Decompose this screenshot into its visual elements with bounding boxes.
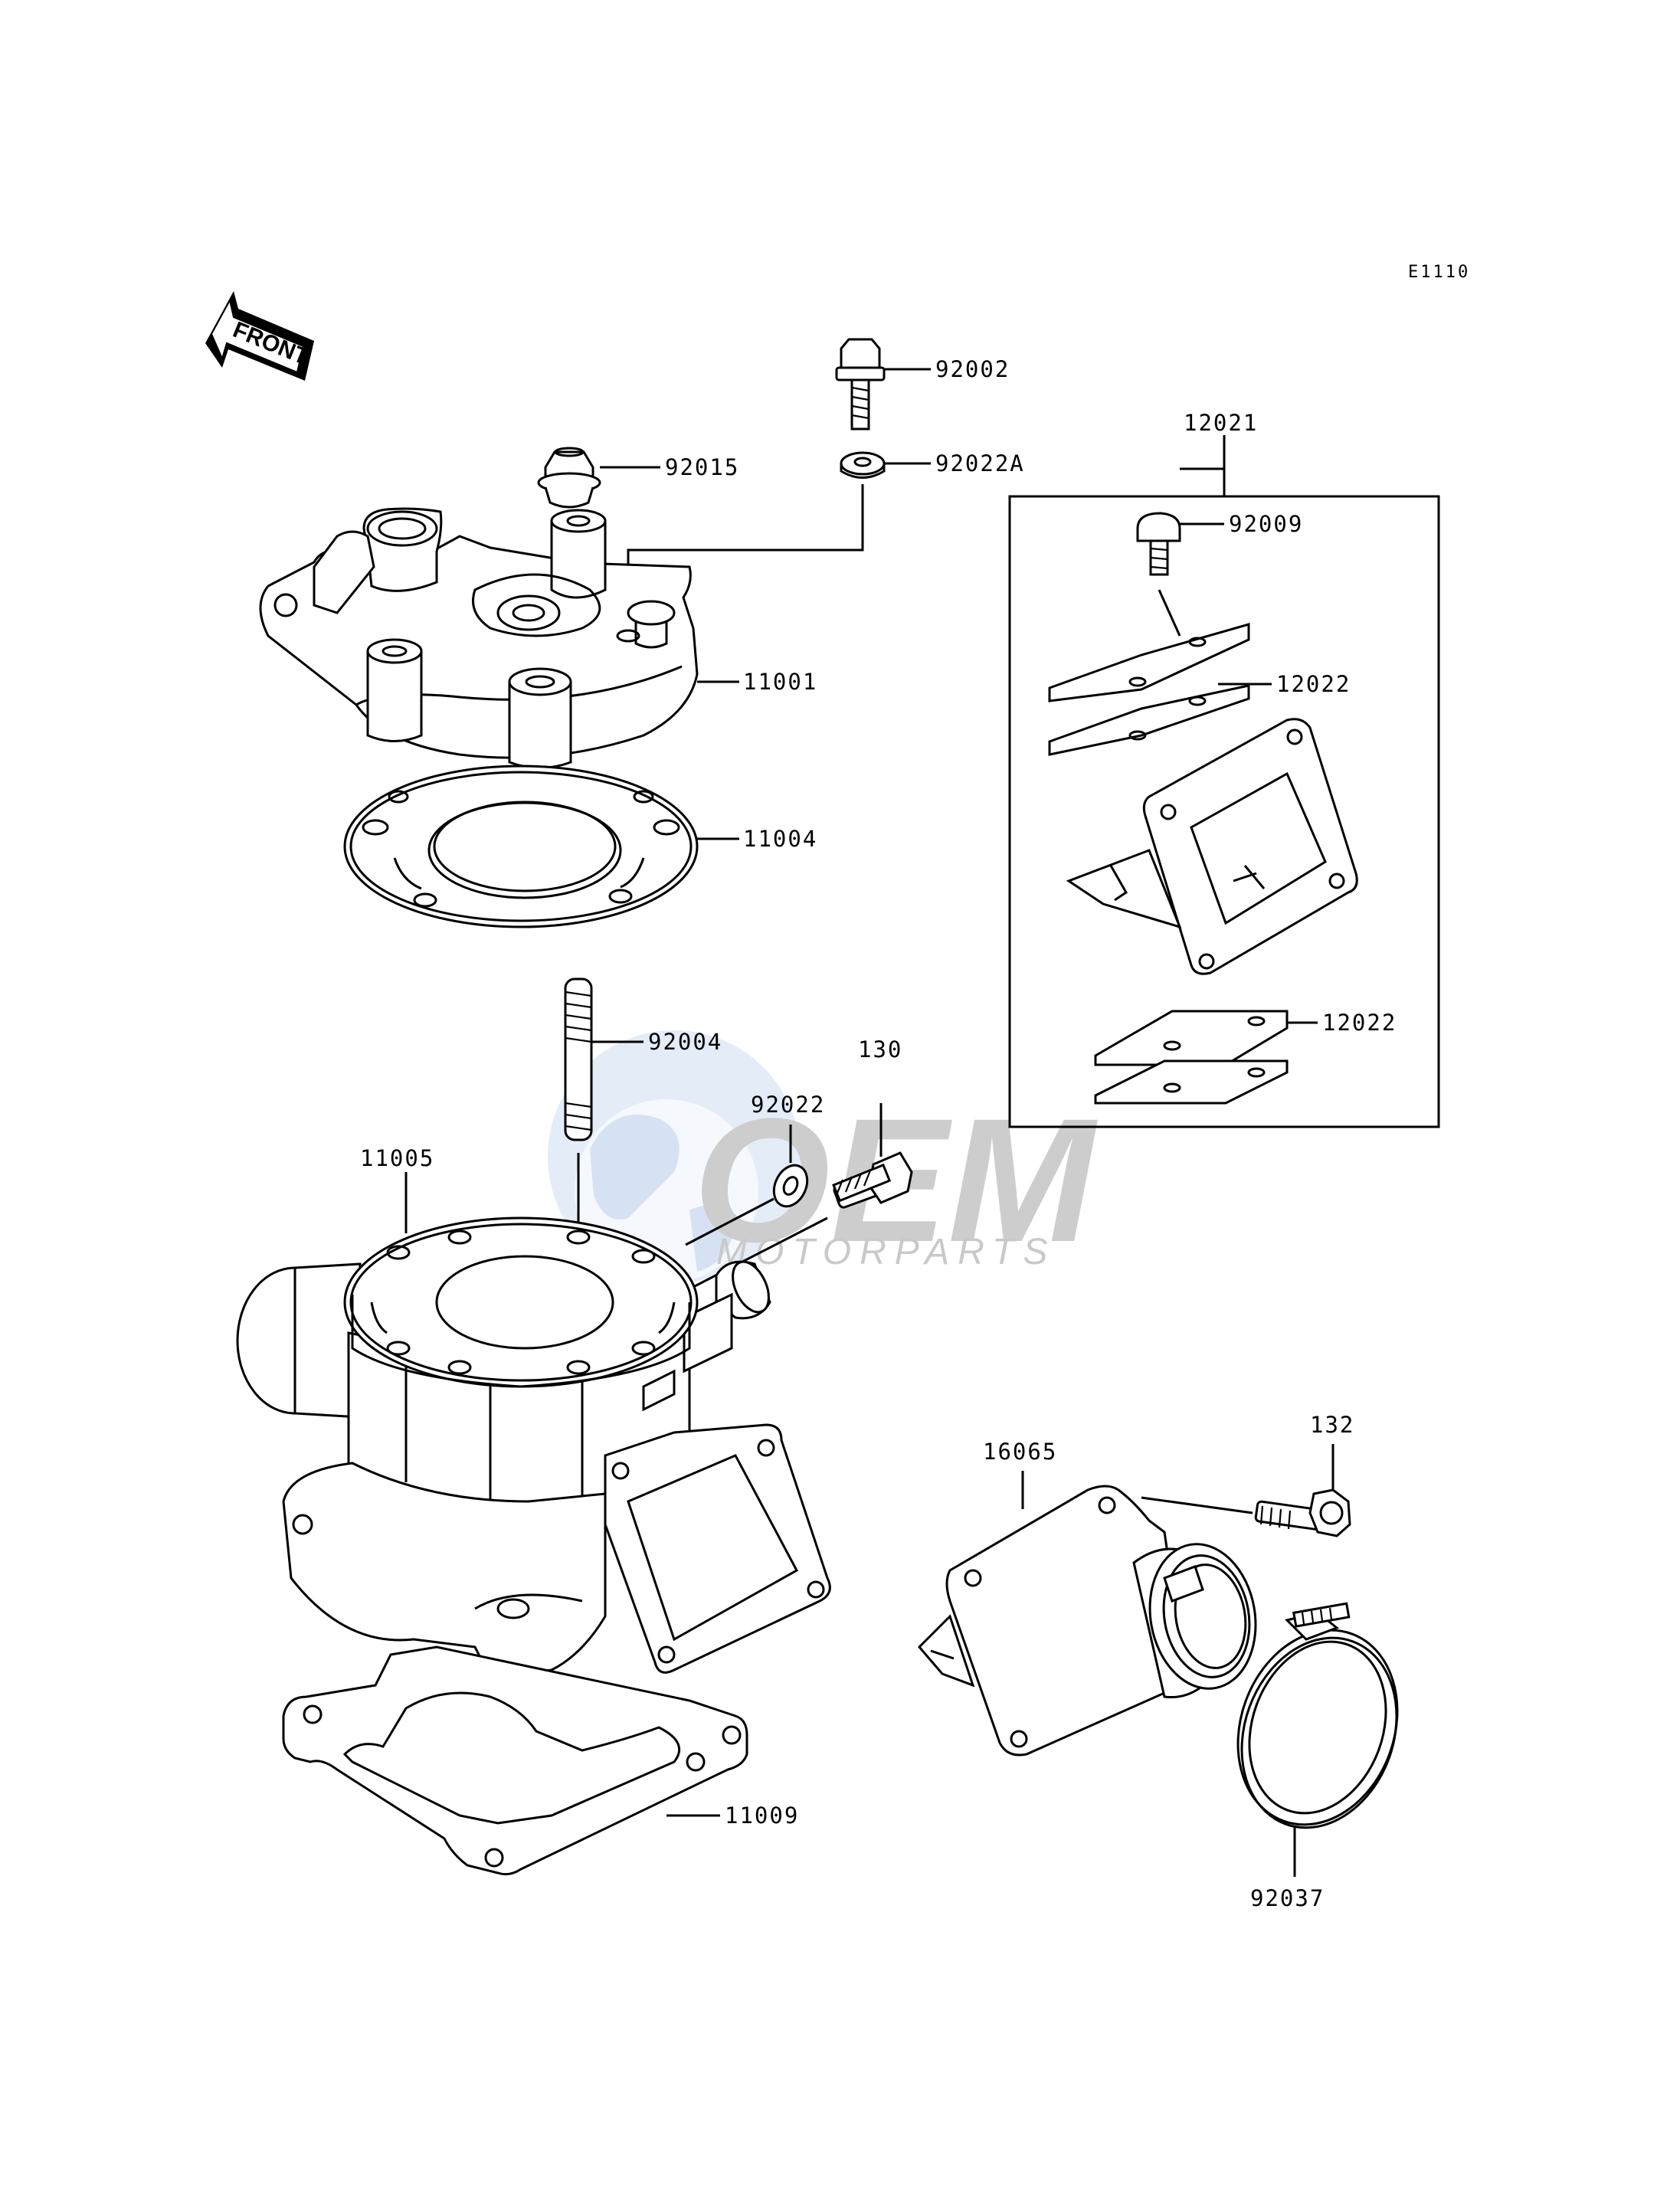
head-gasket-11004-part — [343, 765, 699, 928]
bolt-132-part — [1254, 1488, 1351, 1537]
label-92022: 92022 — [751, 1092, 825, 1118]
washer-92022A-part — [840, 451, 886, 479]
label-11004: 11004 — [743, 826, 817, 852]
label-92009: 92009 — [1229, 511, 1303, 537]
reed-cage-part — [1066, 718, 1358, 975]
diagram-code: E1110 — [1408, 263, 1470, 282]
inlet-manifold-16065-part — [917, 1485, 1257, 1757]
bolt-92002-part — [835, 338, 886, 431]
watermark-text: MOTORPARTS — [716, 1232, 1056, 1272]
label-11005: 11005 — [360, 1145, 434, 1171]
reed-screw-92009-part — [1136, 512, 1181, 576]
label-92002: 92002 — [935, 356, 1010, 382]
washer-92022-part — [772, 1164, 809, 1208]
label-11009: 11009 — [725, 1802, 799, 1829]
label-12022-lower: 12022 — [1322, 1010, 1397, 1036]
part-labels: 92002 92015 92022A 12021 92009 11001 120… — [360, 356, 1397, 1911]
label-12022-upper: 12022 — [1276, 671, 1351, 697]
cylinder-head-11001-part — [259, 507, 699, 769]
label-92022A: 92022A — [935, 450, 1025, 476]
label-11001: 11001 — [743, 669, 817, 695]
label-130: 130 — [858, 1036, 902, 1062]
label-12021: 12021 — [1184, 410, 1258, 436]
base-gasket-11009-part — [282, 1645, 748, 1876]
label-132: 132 — [1310, 1412, 1354, 1438]
label-92004: 92004 — [648, 1029, 722, 1055]
nut-92015-part — [537, 447, 601, 509]
label-92037: 92037 — [1250, 1885, 1325, 1911]
stud-92004-part — [564, 977, 593, 1141]
clamp-92037-part — [1236, 1602, 1399, 1829]
watermark: OEM MOTORPARTS — [548, 1030, 1098, 1283]
label-92015: 92015 — [665, 454, 739, 480]
reed-petal-12022-part — [1094, 1010, 1289, 1105]
reed-stopper-12022-part — [1048, 623, 1250, 756]
bolt-130-part — [832, 1151, 913, 1209]
cylinder-11005-part — [236, 1216, 831, 1679]
label-16065: 16065 — [983, 1439, 1057, 1465]
